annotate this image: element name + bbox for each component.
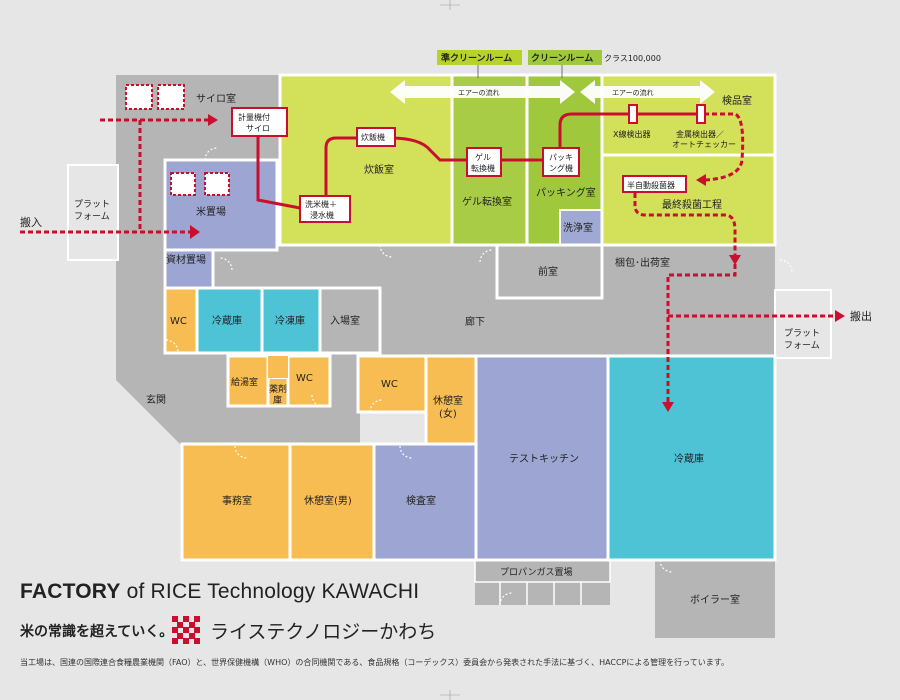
zone-tags xyxy=(437,50,602,78)
packer-box xyxy=(542,147,580,177)
room-label-boiler: ボイラー室 xyxy=(690,593,740,606)
room-label-rest-female-1: 休憩室 xyxy=(433,394,463,407)
airflow-arrows xyxy=(390,80,715,104)
room-label-platform-right-1: プラット xyxy=(784,328,820,339)
washer-box xyxy=(299,195,351,223)
room-label-platform-right-2: フォーム xyxy=(784,340,820,351)
room-label-medicine-2: 庫 xyxy=(273,394,282,406)
platform-right xyxy=(774,289,832,359)
zone-label-airflow-1: エアーの流れ xyxy=(458,88,500,97)
equip-label-washer-2: 浸水機 xyxy=(310,210,334,220)
room-label-corridor: 廊下 xyxy=(465,315,485,328)
room-label-cold-storage-large: 冷蔵庫 xyxy=(674,452,704,465)
propane-area xyxy=(474,559,611,605)
zone-label-clean: クリーンルーム xyxy=(531,53,593,64)
room-label-propane: プロパンガス置場 xyxy=(500,566,572,578)
room-label-washing: 洗浄室 xyxy=(563,221,593,234)
equip-label-gel-2: 転換機 xyxy=(471,163,495,173)
room-label-office: 事務室 xyxy=(222,494,252,507)
room-label-lab: 検査室 xyxy=(406,494,436,507)
xray-box xyxy=(628,104,638,124)
room-label-anteroom: 前室 xyxy=(538,265,558,278)
equip-label-washer-1: 洗米機＋ xyxy=(305,199,337,209)
equip-label-packer-2: ング機 xyxy=(549,163,573,173)
silo-tanks xyxy=(125,84,230,196)
equip-label-packer-1: パッキ xyxy=(549,153,573,162)
room-label-rest-female-2: (女) xyxy=(439,407,457,420)
room-label-entry-room: 入場室 xyxy=(330,314,360,327)
room-label-inspection: 検品室 xyxy=(722,94,752,107)
equip-label-metal-2: オートチェッカー xyxy=(672,140,736,149)
sterilizer-box xyxy=(622,175,687,193)
room-label-final-sterilization: 最終殺菌工程 xyxy=(662,198,722,211)
room-label-cold-storage-small: 冷蔵庫 xyxy=(212,314,242,327)
room-label-wc-2: WC xyxy=(296,373,313,384)
cold-storage-large xyxy=(606,354,777,562)
equip-label-gel-1: ゲル xyxy=(475,152,491,162)
room-label-rest-male: 休憩室(男) xyxy=(304,494,352,507)
room-label-platform-left-1: プラット xyxy=(74,199,110,210)
room-label-kitchenette: 給湯室 xyxy=(231,376,258,388)
flow-label-in: 搬入 xyxy=(20,215,42,229)
room-label-test-kitchen: テストキッチン xyxy=(509,453,579,465)
equip-label-metal-1: 金属検出器／ xyxy=(676,129,724,139)
doors xyxy=(165,147,793,606)
room-label-freezer: 冷凍庫 xyxy=(275,314,305,327)
sterilization-room xyxy=(600,153,777,247)
gel-converter-box xyxy=(466,147,502,177)
room-label-silo: サイロ室 xyxy=(196,92,236,105)
room-label-cooking: 炊飯室 xyxy=(364,163,394,176)
zone-label-airflow-2: エアーの流れ xyxy=(612,88,654,97)
room-label-medicine-1: 薬剤 xyxy=(269,383,287,395)
silo-scale-box xyxy=(231,107,288,137)
entry-room xyxy=(318,286,382,355)
equip-label-silo-scale-2: サイロ xyxy=(246,124,270,133)
equip-label-sterilizer: 半自動殺菌器 xyxy=(627,180,675,190)
washing-room xyxy=(559,209,603,246)
process-flow-route xyxy=(20,112,835,405)
room-label-gel: ゲル転換室 xyxy=(462,195,512,208)
room-label-rice-storage: 米置場 xyxy=(196,205,226,218)
anteroom xyxy=(495,243,604,300)
cold-storage-small xyxy=(195,286,264,355)
cooker-box xyxy=(356,127,396,147)
equip-label-silo-scale-1: 計量機付 xyxy=(238,112,270,122)
zone-label-semi-clean: 準クリーンルーム xyxy=(441,52,512,64)
equipment-boxes xyxy=(231,104,706,223)
wc-room-3 xyxy=(356,354,428,414)
room-label-platform-left-2: フォーム xyxy=(74,211,110,222)
room-label-shipping: 梱包･出荷室 xyxy=(615,256,670,269)
equip-label-xray: X線検出器 xyxy=(613,129,650,139)
wc-room-2 xyxy=(286,354,332,408)
metal-detector-box xyxy=(696,104,706,124)
platform-left xyxy=(67,164,119,261)
office-room xyxy=(180,442,292,562)
zone-label-clean-class: クラス100,000 xyxy=(604,54,661,63)
room-label-entrance: 玄関 xyxy=(146,393,166,406)
room-label-wc-1: WC xyxy=(170,316,187,327)
room-label-packing: パッキング室 xyxy=(536,186,596,199)
room-label-wc-3: WC xyxy=(381,379,398,390)
flow-label-out: 搬出 xyxy=(850,309,872,323)
room-label-material-storage: 資材置場 xyxy=(166,253,206,266)
lab-room xyxy=(372,442,478,562)
equip-label-cooker: 炊飯機 xyxy=(361,132,385,142)
